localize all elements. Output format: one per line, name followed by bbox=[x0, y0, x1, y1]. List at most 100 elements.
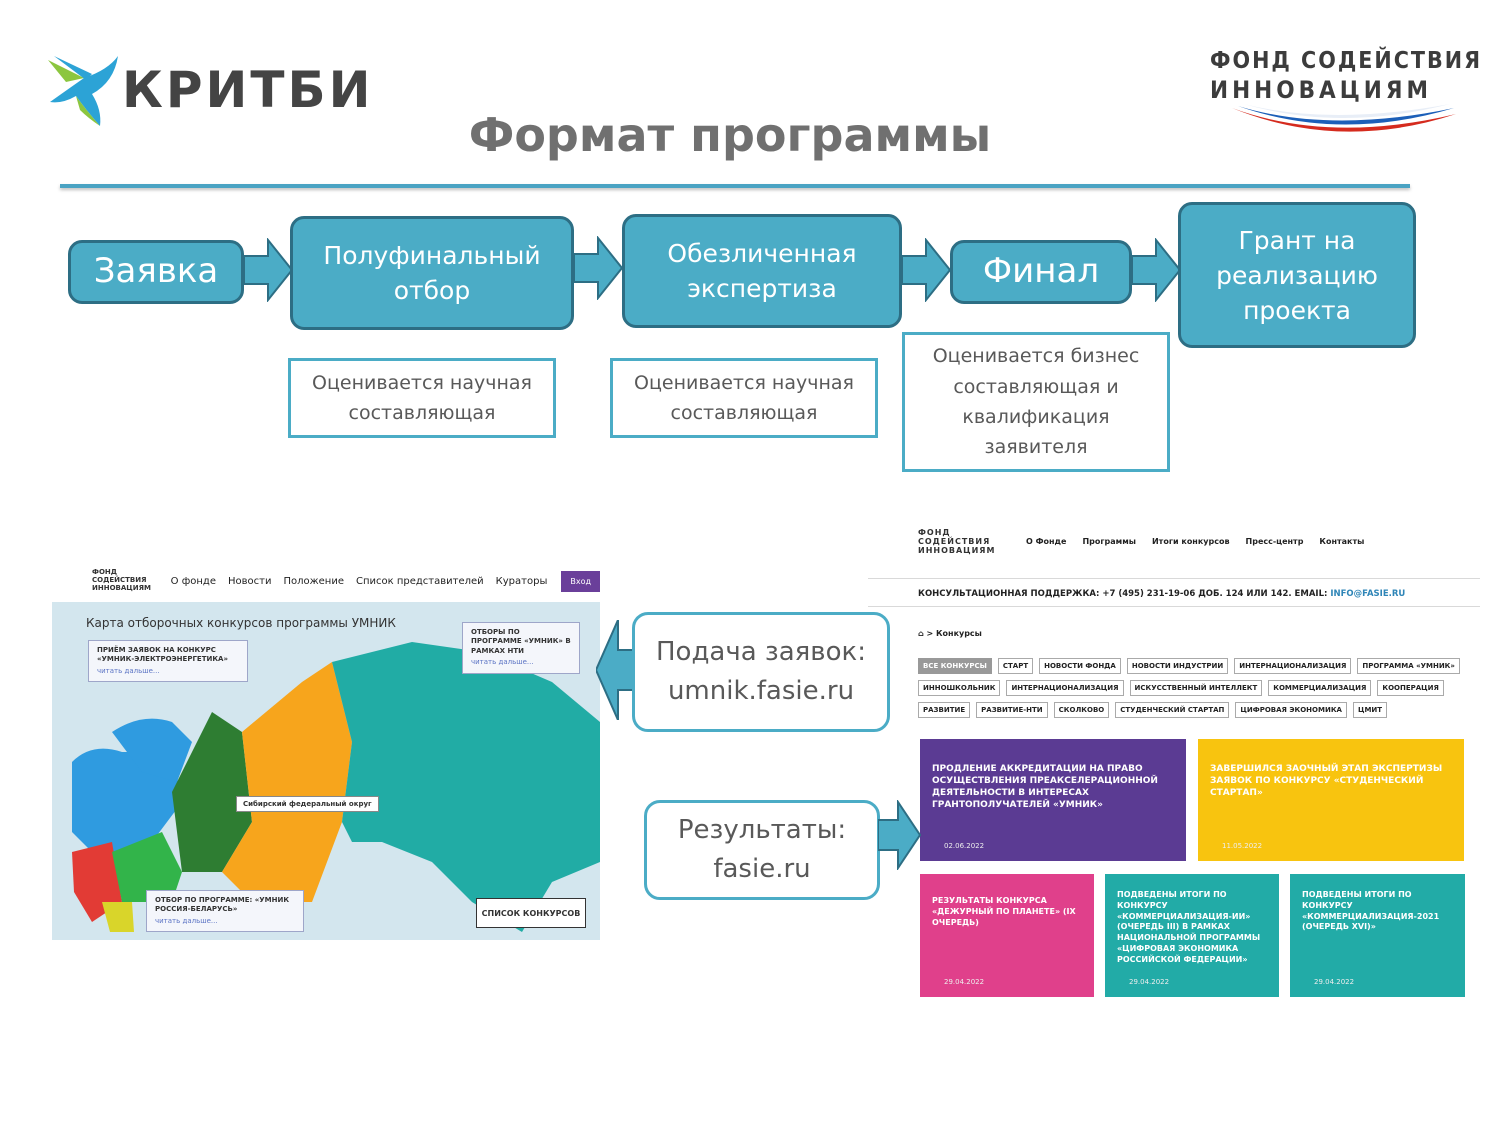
news-card-title: ПРОДЛЕНИЕ АККРЕДИТАЦИИ НА ПРАВО ОСУЩЕСТВ… bbox=[932, 764, 1158, 811]
news-card[interactable]: РЕЗУЛЬТАТЫ КОНКУРСА «ДЕЖУРНЫЙ ПО ПЛАНЕТЕ… bbox=[920, 874, 1094, 997]
news-card[interactable]: ПРОДЛЕНИЕ АККРЕДИТАЦИИ НА ПРАВО ОСУЩЕСТВ… bbox=[920, 739, 1186, 861]
umnik-card-electro[interactable]: ПРИЁМ ЗАЯВОК НА КОНКУРС «УМНИК-ЭЛЕКТРОЭН… bbox=[88, 640, 248, 683]
news-card-title: ЗАВЕРШИЛСЯ ЗАОЧНЫЙ ЭТАП ЭКСПЕРТИЗЫ ЗАЯВО… bbox=[1210, 764, 1443, 799]
contest-list-button[interactable]: СПИСОК КОНКУРСОВ bbox=[476, 898, 586, 928]
swallow-icon bbox=[48, 56, 118, 126]
tag[interactable]: СТАРТ bbox=[997, 658, 1034, 674]
callout-apply-text: Подача заявок: umnik.fasie.ru bbox=[656, 633, 866, 711]
read-more-link[interactable]: читать дальше... bbox=[155, 916, 218, 925]
callout-apply-url[interactable]: umnik.fasie.ru bbox=[667, 676, 855, 706]
step-expertise: Обезличенная экспертиза bbox=[622, 214, 902, 328]
arrow-right-icon bbox=[1132, 238, 1182, 302]
arrow-right-icon bbox=[878, 800, 922, 870]
fasie-nav: ФОНД СОДЕЙСТВИЯ ИННОВАЦИЯМ О Фонде Прогр… bbox=[918, 528, 1364, 556]
tag-row: РАЗВИТИЕ РАЗВИТИЕ-НТИ СКОЛКОВО СТУДЕНЧЕС… bbox=[918, 702, 1478, 718]
kritbi-logo: КРИТБИ bbox=[46, 52, 370, 128]
russia-map-shape bbox=[72, 642, 600, 932]
step-final: Финал bbox=[950, 240, 1132, 304]
fasie-logo-line1: ФОНД СОДЕЙСТВИЯ bbox=[1210, 48, 1483, 74]
callout-results: Результаты: fasie.ru bbox=[644, 800, 880, 900]
fasie-logo-line2: ИННОВАЦИЯМ bbox=[1210, 76, 1432, 104]
umnik-card-electro-text: ПРИЁМ ЗАЯВОК НА КОНКУРС «УМНИК-ЭЛЕКТРОЭН… bbox=[97, 646, 228, 664]
read-more-link[interactable]: читать дальше... bbox=[97, 666, 160, 675]
tag[interactable]: ИНТЕРНАЦИОНАЛИЗАЦИЯ bbox=[1006, 680, 1124, 696]
tag[interactable]: РАЗВИТИЕ-НТИ bbox=[976, 702, 1048, 718]
consult-support-line: КОНСУЛЬТАЦИОННАЯ ПОДДЕРЖКА: +7 (495) 231… bbox=[918, 589, 1405, 599]
tag[interactable]: СТУДЕНЧЕСКИЙ СТАРТАП bbox=[1115, 702, 1230, 718]
umnik-site-screenshot: ФОНД СОДЕЙСТВИЯ ИННОВАЦИЯМ О фонде Новос… bbox=[52, 560, 600, 940]
arrow-right-icon bbox=[902, 238, 952, 302]
tag[interactable]: ЦИФРОВАЯ ЭКОНОМИКА bbox=[1235, 702, 1347, 718]
note-final: Оценивается бизнес составляющая и квалиф… bbox=[902, 332, 1170, 472]
news-card-date: 02.06.2022 bbox=[944, 841, 985, 850]
tag[interactable]: НОВОСТИ ИНДУСТРИИ bbox=[1126, 658, 1229, 674]
fasie-nav-contacts[interactable]: Контакты bbox=[1319, 537, 1365, 547]
step-application: Заявка bbox=[68, 240, 244, 304]
step-semifinal: Полуфинальный отбор bbox=[290, 216, 574, 330]
fasie-logo: ФОНД СОДЕЙСТВИЯ ИННОВАЦИЯМ bbox=[1200, 46, 1480, 146]
tag[interactable]: РАЗВИТИЕ bbox=[918, 702, 971, 718]
note-semifinal: Оценивается научная составляющая bbox=[288, 358, 556, 438]
tag[interactable]: ПРОГРАММА «УМНИК» bbox=[1357, 658, 1460, 674]
news-card-title: ПОДВЕДЕНЫ ИТОГИ ПО КОНКУРСУ «КОММЕРЦИАЛИ… bbox=[1302, 890, 1440, 932]
fasie-nav-about[interactable]: О Фонде bbox=[1026, 537, 1067, 547]
divider bbox=[868, 606, 1480, 607]
news-card[interactable]: ЗАВЕРШИЛСЯ ЗАОЧНЫЙ ЭТАП ЭКСПЕРТИЗЫ ЗАЯВО… bbox=[1198, 739, 1464, 861]
read-more-link[interactable]: читать дальше... bbox=[471, 658, 534, 667]
umnik-card-nti-text: ОТБОРЫ ПО ПРОГРАММЕ «УМНИК» В РАМКАХ НТИ bbox=[471, 628, 571, 655]
news-card[interactable]: ПОДВЕДЕНЫ ИТОГИ ПО КОНКУРСУ «КОММЕРЦИАЛИ… bbox=[1290, 874, 1465, 997]
region-tooltip: Сибирский федеральный округ bbox=[236, 796, 379, 812]
callout-results-label: Результаты: bbox=[677, 815, 847, 845]
tag-row: ИННОШКОЛЬНИК ИНТЕРНАЦИОНАЛИЗАЦИЯ ИСКУССТ… bbox=[918, 680, 1478, 696]
callout-apply-label: Подача заявок: bbox=[655, 637, 867, 667]
breadcrumb[interactable]: ⌂ > Конкурсы bbox=[918, 629, 982, 638]
tag[interactable]: СКОЛКОВО bbox=[1053, 702, 1110, 718]
umnik-card-nti[interactable]: ОТБОРЫ ПО ПРОГРАММЕ «УМНИК» В РАМКАХ НТИ… bbox=[462, 622, 580, 674]
kritbi-logo-text: КРИТБИ bbox=[122, 61, 374, 119]
contest-tags: ВСЕ КОНКУРСЫ СТАРТ НОВОСТИ ФОНДА НОВОСТИ… bbox=[918, 658, 1478, 724]
umnik-card-belarus[interactable]: ОТБОР ПО ПРОГРАММЕ: «УМНИК РОССИЯ-БЕЛАРУ… bbox=[146, 890, 304, 933]
news-card-title: ПОДВЕДЕНЫ ИТОГИ ПО КОНКУРСУ «КОММЕРЦИАЛИ… bbox=[1117, 890, 1261, 964]
tag[interactable]: КООПЕРАЦИЯ bbox=[1377, 680, 1444, 696]
umnik-nav: ФОНД СОДЕЙСТВИЯ ИННОВАЦИЯМ О фонде Новос… bbox=[52, 560, 600, 602]
tag[interactable]: ИННОШКОЛЬНИК bbox=[918, 680, 1001, 696]
news-card-date: 11.05.2022 bbox=[1222, 841, 1263, 850]
umnik-card-belarus-text: ОТБОР ПО ПРОГРАММЕ: «УМНИК РОССИЯ-БЕЛАРУ… bbox=[155, 896, 290, 914]
umnik-fund-logo: ФОНД СОДЕЙСТВИЯ ИННОВАЦИЯМ bbox=[92, 568, 151, 592]
tag-row: ВСЕ КОНКУРСЫ СТАРТ НОВОСТИ ФОНДА НОВОСТИ… bbox=[918, 658, 1478, 674]
umnik-nav-news[interactable]: Новости bbox=[228, 575, 272, 587]
umnik-nav-regulations[interactable]: Положение bbox=[283, 575, 344, 587]
arrow-right-icon bbox=[244, 238, 294, 302]
news-card[interactable]: ПОДВЕДЕНЫ ИТОГИ ПО КОНКУРСУ «КОММЕРЦИАЛИ… bbox=[1105, 874, 1279, 997]
callout-results-url[interactable]: fasie.ru bbox=[713, 854, 811, 884]
email-link[interactable]: INFO@FASIE.RU bbox=[1330, 589, 1406, 599]
news-card-title: РЕЗУЛЬТАТЫ КОНКУРСА «ДЕЖУРНЫЙ ПО ПЛАНЕТЕ… bbox=[932, 896, 1076, 927]
tag-all[interactable]: ВСЕ КОНКУРСЫ bbox=[918, 658, 992, 674]
step-grant: Грант на реализацию проекта bbox=[1178, 202, 1416, 348]
umnik-nav-about[interactable]: О фонде bbox=[170, 575, 216, 587]
note-expertise: Оценивается научная составляющая bbox=[610, 358, 878, 438]
arrow-left-icon bbox=[596, 620, 636, 720]
callout-results-text: Результаты: fasie.ru bbox=[678, 811, 846, 889]
news-card-date: 29.04.2022 bbox=[944, 977, 985, 986]
callout-apply: Подача заявок: umnik.fasie.ru bbox=[632, 612, 890, 732]
fasie-nav-press[interactable]: Пресс-центр bbox=[1245, 537, 1304, 547]
tag[interactable]: ИНТЕРНАЦИОНАЛИЗАЦИЯ bbox=[1234, 658, 1352, 674]
umnik-nav-representatives[interactable]: Список представителей bbox=[355, 575, 484, 587]
tag[interactable]: НОВОСТИ ФОНДА bbox=[1039, 658, 1121, 674]
consult-text: КОНСУЛЬТАЦИОННАЯ ПОДДЕРЖКА: +7 (495) 231… bbox=[918, 589, 1331, 599]
fasie-nav-programs[interactable]: Программы bbox=[1082, 537, 1136, 547]
fasie-nav-results[interactable]: Итоги конкурсов bbox=[1151, 537, 1230, 547]
news-card-date: 29.04.2022 bbox=[1129, 977, 1170, 986]
page-title: Формат программы bbox=[468, 108, 992, 162]
flag-swoosh-icon bbox=[1232, 104, 1456, 132]
umnik-nav-curators[interactable]: Кураторы bbox=[495, 575, 548, 587]
title-divider bbox=[60, 184, 1410, 188]
divider bbox=[868, 578, 1480, 579]
tag[interactable]: ЦМИТ bbox=[1352, 702, 1388, 718]
login-button[interactable]: Вход bbox=[561, 570, 600, 592]
umnik-map-title: Карта отборочных конкурсов программы УМН… bbox=[86, 616, 396, 630]
tag[interactable]: КОММЕРЦИАЛИЗАЦИЯ bbox=[1268, 680, 1372, 696]
arrow-right-icon bbox=[574, 236, 624, 300]
tag[interactable]: ИСКУССТВЕННЫЙ ИНТЕЛЛЕКТ bbox=[1129, 680, 1263, 696]
